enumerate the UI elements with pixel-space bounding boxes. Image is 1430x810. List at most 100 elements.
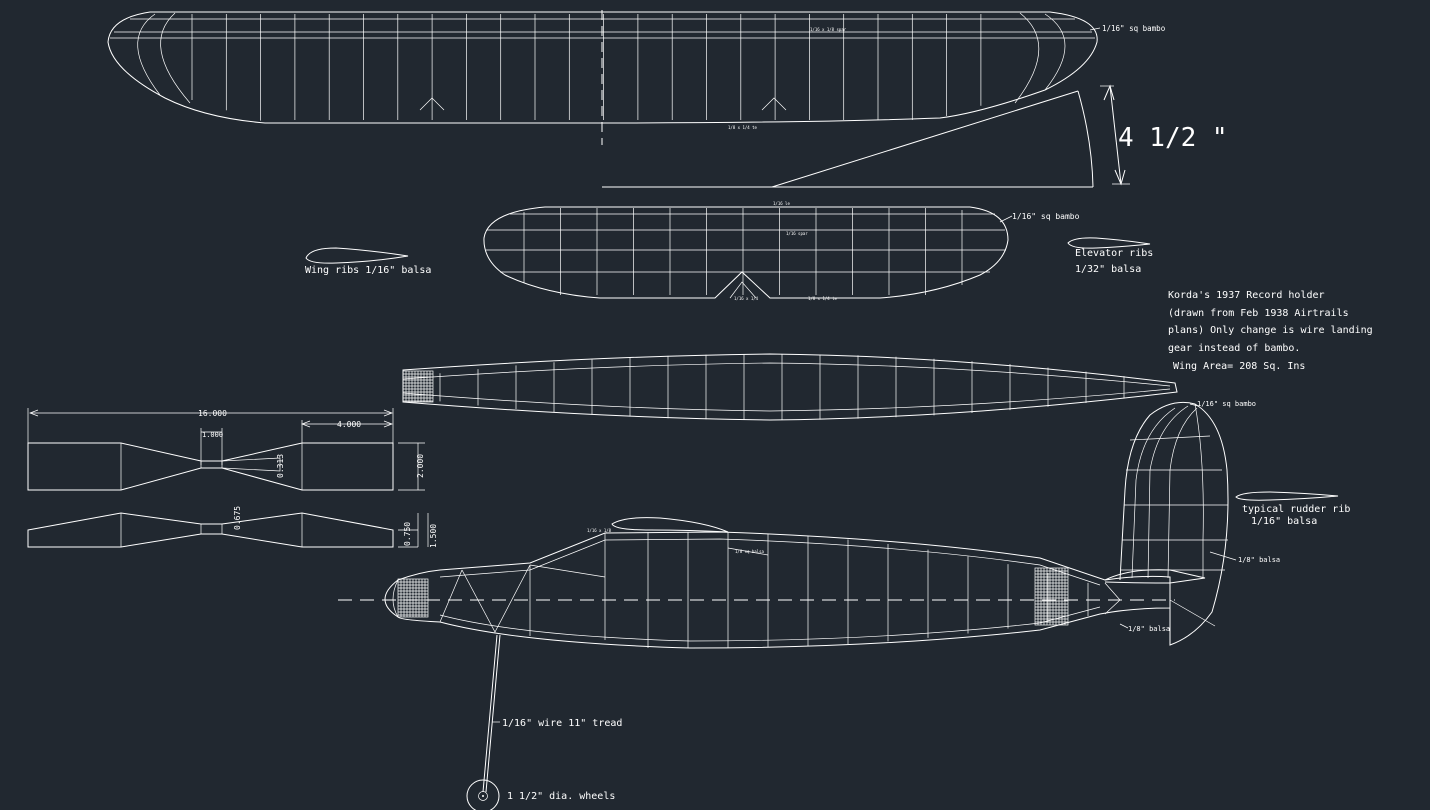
prop-blank-drawing: 16.000 4.000 1.000 0.313 2.000 0.675 0.7…	[27, 408, 438, 548]
wing-rib-section: Wing ribs 1/16" balsa	[305, 247, 431, 276]
prop-dim-overall-arrows	[29, 409, 393, 417]
wheel-axle	[482, 795, 484, 797]
fuse-tail-leader	[1119, 623, 1129, 629]
prop-blank-front	[27, 442, 394, 491]
motor-peg-note: 1/8 sq balsa	[735, 549, 764, 554]
elevator-ribs-label-1: Elevator ribs	[1075, 248, 1153, 259]
dihedral-label: 4 1/2 "	[1118, 123, 1228, 153]
note-line-3: plans) Only change is wire landing	[1168, 325, 1373, 336]
prop-dim-side	[398, 513, 429, 548]
prop-dim-blade-arrows	[301, 420, 393, 428]
stab-le-note: 1/16 le	[773, 201, 790, 206]
stab-tip-label: 1/16" sq bambo	[1012, 212, 1080, 221]
rudder-rib-label-1: typical rudder rib	[1242, 504, 1350, 515]
stab-outline	[483, 206, 1009, 299]
fuselage-side-view: 1/16 x 1/8 1/8 sq balsa 1/16" wire 11" t…	[338, 517, 1175, 810]
fuselage-side-frames	[647, 532, 1089, 648]
dihedral-diagram: 4 1/2 "	[602, 84, 1228, 188]
wheel-hub	[478, 791, 488, 801]
cabin-truss	[439, 533, 606, 640]
note-line-2: (drawn from Feb 1938 Airtrails	[1168, 308, 1349, 319]
prop-hub-slot	[221, 457, 281, 472]
landing-gear-wire	[482, 634, 498, 793]
stab-notch	[729, 281, 757, 299]
rudder-rib-1	[1129, 435, 1211, 441]
prop-overall-dim: 16.000	[198, 409, 227, 418]
dihedral-arc	[1077, 90, 1094, 188]
saddle-note: 1/16 x 1/8	[587, 528, 612, 533]
wing-plan-view: 1/16 x 1/8 spar 1/8 x 1/4 te 1/16" sq ba…	[107, 10, 1166, 145]
prop-hub-block	[200, 460, 223, 469]
wing-saddle-airfoil	[611, 517, 729, 533]
stab-notch-note-2: 1/8 x 1/4 te	[808, 296, 837, 301]
prop-hub-width-dim: 0.313	[276, 454, 285, 478]
rudder: 1/16" sq bambo 1/8" balsa 1/8" balsa typ…	[1104, 400, 1350, 646]
prop-side-thickness-dim: 0.675	[233, 506, 242, 530]
wing-tip-curve-left-1	[137, 13, 161, 96]
fuselage-side-inner-bottom	[439, 606, 1101, 642]
prop-dim-hub	[200, 428, 223, 465]
rudder-rib-label-2: 1/16" balsa	[1251, 516, 1317, 527]
fuselage-top-inner-1	[402, 362, 1171, 387]
fuselage-side-inner-top	[439, 538, 1101, 586]
stab-tip-leader	[999, 215, 1013, 223]
rudder-post-leader	[1209, 551, 1237, 561]
prop-blade-dim: 4.000	[337, 420, 361, 429]
note-line-4: gear instead of bambo.	[1168, 343, 1300, 354]
tail-stab-side	[1104, 569, 1206, 584]
wing-spar-note: 1/16 x 1/8 spar	[810, 27, 847, 32]
wheels-label: 1 1/2" dia. wheels	[507, 791, 615, 802]
prop-dim-blade-width	[398, 442, 425, 491]
nose-block-grid	[403, 371, 433, 402]
wing-te-note: 1/8 x 1/4 te	[728, 125, 757, 130]
rudder-inner-3	[1167, 407, 1198, 579]
prop-side-step-dim: 0.750	[403, 522, 412, 546]
rudder-tip-leader	[1189, 403, 1199, 407]
wing-ribs-label: Wing ribs 1/16" balsa	[305, 265, 431, 276]
dihedral-arrow-top	[1103, 84, 1115, 101]
landing-gear-wire-2	[485, 634, 501, 793]
rudder-rib-airfoil	[1235, 491, 1339, 501]
rudder-post	[1194, 403, 1204, 578]
wing-outline	[107, 11, 1098, 124]
prop-side-total-dim: 1.500	[429, 524, 438, 548]
prop-blade-width-dim: 2.000	[416, 454, 425, 478]
prop-blank-side	[27, 512, 394, 548]
tail-block-side	[1034, 567, 1069, 626]
gear-wire-label: 1/16" wire 11" tread	[502, 718, 622, 729]
prop-hub-dim: 1.000	[202, 431, 223, 439]
rudder-tip-label: 1/16" sq bambo	[1197, 400, 1256, 408]
stab-ribs	[523, 208, 963, 295]
rudder-post-label: 1/8" balsa	[1238, 556, 1280, 564]
fuselage-top-outline	[402, 353, 1178, 421]
wing-tip-curve-right-1	[1044, 13, 1066, 91]
prop-blank-side-stations	[120, 513, 303, 547]
wing-area-note: Wing Area= 208 Sq. Ins	[1173, 361, 1305, 372]
wing-ribs	[191, 14, 982, 121]
elevator-rib-airfoil	[1067, 237, 1151, 249]
tail-gusset	[1104, 582, 1216, 627]
wing-gusset-right	[761, 97, 787, 111]
stab-spar-note: 1/16 spar	[786, 231, 808, 236]
wing-tip-leader	[1089, 27, 1101, 31]
rudder-inner-1	[1131, 407, 1176, 579]
dihedral-dim-line	[1109, 85, 1122, 185]
fuse-tail-label: 1/8" balsa	[1128, 625, 1170, 633]
wing-gusset-left	[419, 97, 445, 111]
prop-blank-front-stations	[120, 443, 303, 490]
nose-block-side-grid	[398, 579, 428, 617]
wing-tip-curve-right-2	[1014, 12, 1040, 104]
tail-block-side-grid	[1035, 568, 1068, 625]
rudder-inner-2	[1147, 405, 1189, 579]
wing-rib-airfoil	[305, 247, 409, 264]
stabilizer-plan-view: 1/16 spar 1/16 le 1/16 x 1/4 1/8 x 1/4 t…	[483, 201, 1080, 301]
note-line-1: Korda's 1937 Record holder	[1168, 290, 1325, 301]
fuselage-side-nose-ring	[392, 579, 399, 618]
wing-tip-label: 1/16" sq bambo	[1102, 24, 1166, 33]
fuselage-top-inner-2	[402, 388, 1171, 412]
stab-notch-note-1: 1/16 x 1/4	[734, 296, 759, 301]
rudder-outline	[1119, 401, 1229, 646]
fuselage-top-view	[402, 353, 1178, 421]
motor-peg-leader	[727, 547, 769, 556]
